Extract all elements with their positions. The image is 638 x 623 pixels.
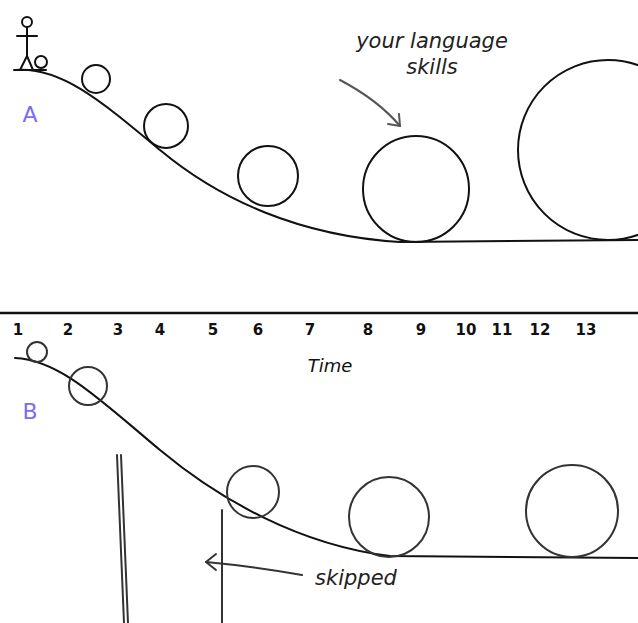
tick-number: 4 — [155, 321, 165, 340]
pointer-arrow — [206, 562, 302, 575]
arrow-head — [388, 114, 400, 126]
gap-marker — [121, 455, 128, 623]
tick-number: 8 — [363, 321, 373, 340]
tick-number: 11 — [492, 321, 513, 340]
divider — [0, 312, 638, 315]
tick-number: 3 — [113, 321, 123, 340]
hill-curve — [15, 70, 638, 242]
panel-letter: B — [22, 398, 37, 426]
snowball — [69, 367, 107, 405]
tick-number: 5 — [208, 321, 218, 340]
annotation: skipped — [315, 565, 397, 591]
tick-number: 13 — [576, 321, 597, 340]
snowball — [144, 104, 188, 148]
annotation: your language skills — [332, 28, 532, 81]
tick-number: 2 — [63, 321, 73, 340]
gap-marker — [221, 510, 223, 623]
tick-number: 9 — [416, 321, 426, 340]
snowball — [363, 136, 469, 242]
snowball — [238, 146, 298, 206]
axis-label: Time — [308, 355, 353, 378]
tick-number: 6 — [253, 321, 263, 340]
arrow-head — [206, 554, 216, 570]
panel-letter: A — [22, 101, 37, 129]
snowball — [526, 465, 618, 557]
tick-number: 10 — [456, 321, 477, 340]
snowball — [27, 342, 47, 362]
tick-number: 12 — [530, 321, 551, 340]
stick-figure — [14, 17, 47, 70]
snowball — [227, 466, 279, 518]
tick-number: 7 — [305, 321, 315, 340]
snowball — [82, 65, 110, 93]
tick-number: 1 — [13, 321, 23, 340]
snowball — [349, 477, 429, 557]
snowball — [518, 60, 638, 240]
pointer-arrow — [340, 80, 400, 126]
hill-curve — [15, 358, 638, 558]
